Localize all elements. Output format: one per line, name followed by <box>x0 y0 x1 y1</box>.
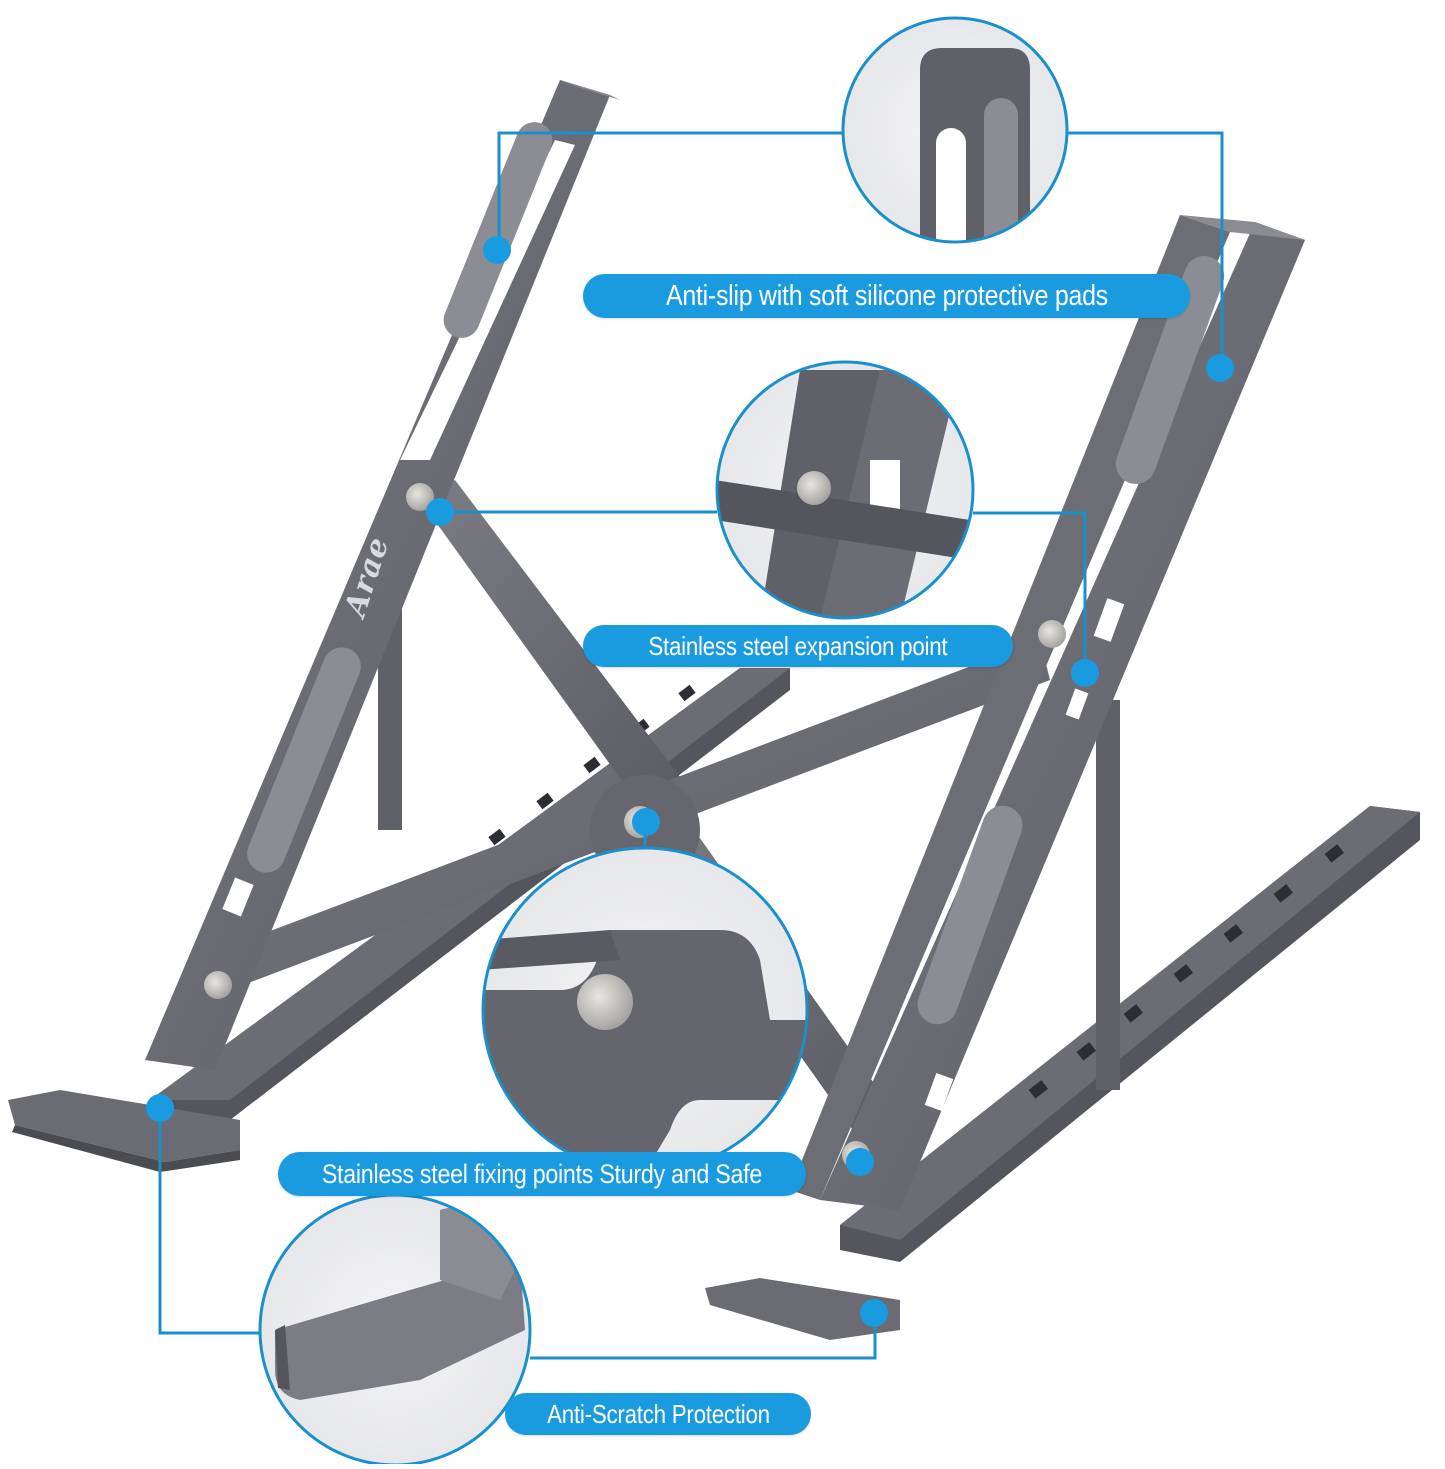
connector-right-expansion <box>973 511 1087 670</box>
callout-dots <box>146 236 1234 1327</box>
right-base-rail <box>840 806 1420 1262</box>
connector-left-foot <box>158 1108 260 1335</box>
dot-left-expansion <box>426 498 454 526</box>
left-arm <box>8 80 620 1172</box>
detail-circle-pads <box>841 16 1069 244</box>
right-arm-upper-pad <box>1115 256 1225 484</box>
callout-silicone-pads: Anti-slip with soft silicone protective … <box>583 274 1190 318</box>
callout-expansion-point: Stainless steel expansion point <box>583 625 1013 667</box>
detail-circle-expansion <box>715 360 975 620</box>
dot-center-fixing <box>632 808 660 836</box>
dot-right-expansion <box>1071 659 1099 687</box>
connector-right-pad <box>1067 131 1224 368</box>
callout-label: Stainless steel fixing points Sturdy and… <box>321 1158 763 1189</box>
connector-left-pad <box>497 131 843 250</box>
connector-right-foot <box>530 1313 877 1360</box>
right-arm-lower-pad <box>917 805 1023 1025</box>
callout-label: Anti-Scratch Protection <box>546 1398 770 1429</box>
dot-left-pad <box>483 236 511 264</box>
dot-right-foot <box>860 1299 888 1327</box>
detail-circle-foot <box>258 1193 532 1467</box>
right-rear-leg <box>1096 700 1120 1090</box>
detail-circle-fixing <box>481 846 809 1174</box>
callout-fixing-points: Stainless steel fixing points Sturdy and… <box>278 1152 806 1196</box>
connector-lines <box>158 131 1224 1360</box>
callout-label: Anti-slip with soft silicone protective … <box>665 279 1108 312</box>
dot-left-foot <box>146 1094 174 1122</box>
dot-right-pad <box>1206 354 1234 382</box>
dot-right-fixing <box>846 1148 874 1176</box>
right-arm <box>705 215 1305 1340</box>
left-arm-lower-pad <box>247 647 361 873</box>
callout-label: Stainless steel expansion point <box>648 630 948 661</box>
callout-anti-scratch: Anti-Scratch Protection <box>505 1393 811 1435</box>
